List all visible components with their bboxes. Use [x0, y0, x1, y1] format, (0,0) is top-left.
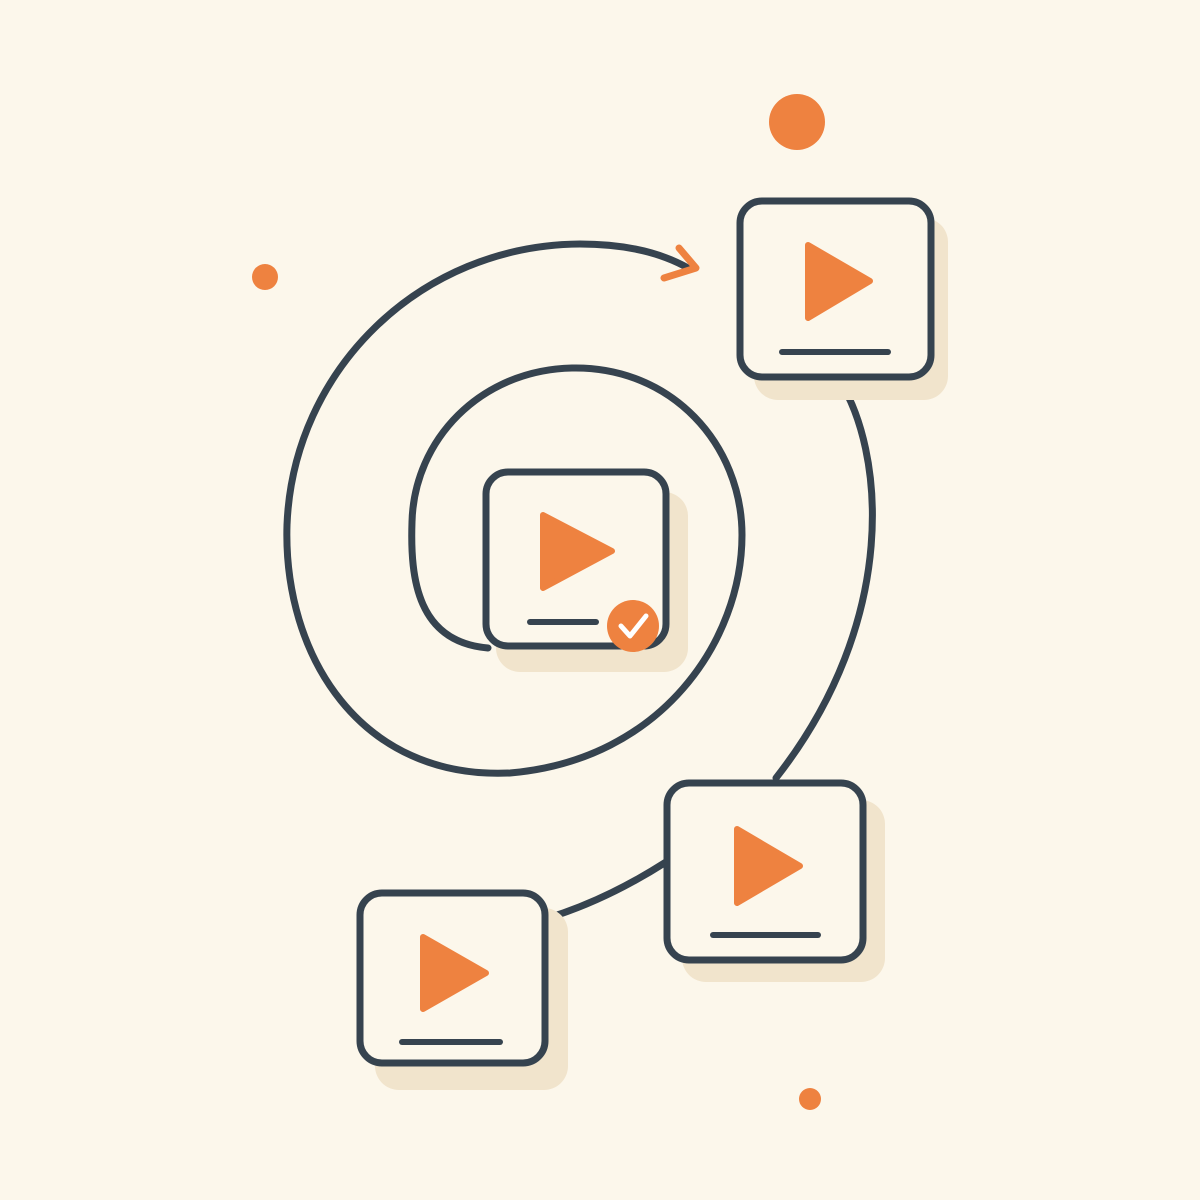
connectors — [283, 240, 876, 922]
dot-bottom-small — [799, 1088, 821, 1110]
play-icon — [420, 934, 489, 1012]
spiral-path — [283, 240, 746, 777]
play-icon — [540, 512, 615, 591]
dot-top-large — [769, 94, 825, 150]
arrow-head-icon — [660, 244, 700, 282]
video-node-bottom-left[interactable] — [356, 889, 568, 1090]
link-bottom-right-to-bottom-left — [544, 858, 670, 922]
decorative-dots — [252, 94, 825, 1110]
play-icon — [734, 826, 803, 906]
check-icon — [618, 613, 649, 639]
video-node-center[interactable] — [482, 468, 688, 672]
badge-circle — [607, 600, 659, 652]
play-icon — [805, 242, 873, 321]
dot-left-small — [252, 264, 278, 290]
link-top-right-to-bottom-right — [772, 374, 876, 782]
video-node-top-right[interactable] — [736, 197, 948, 400]
completed-badge — [607, 600, 659, 652]
video-node-bottom-right[interactable] — [663, 779, 885, 982]
